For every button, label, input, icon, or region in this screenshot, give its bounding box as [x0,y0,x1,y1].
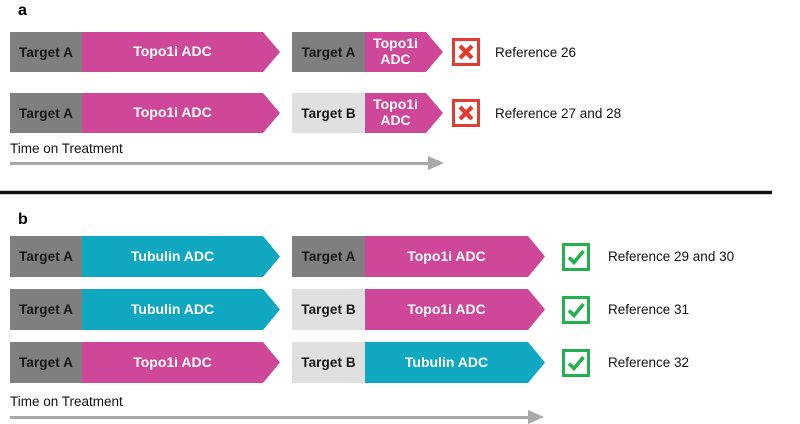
adc-arrow: Topo1i ADC [365,289,545,330]
target-box: Target B [292,93,365,133]
adc-arrow: Tubulin ADC [365,342,545,383]
reference-label: Reference 31 [608,302,690,317]
reference-label: Reference 29 and 30 [608,249,735,264]
target-box: Target B [292,342,365,383]
reference-label: Reference 32 [608,355,690,370]
adc-arrow: Topo1i ADC [82,32,280,72]
adc-arrow: Topo1i ADC [82,93,280,133]
adc-arrow: Topo1i ADC [365,93,443,133]
panel-a-label: a [18,2,27,19]
time-on-treatment-label: Time on Treatment [10,394,123,409]
reference-label: Reference 27 and 28 [495,105,622,121]
treatment-row: Target A Tubulin ADC Target A Topo1i ADC… [0,236,800,277]
pass-icon [562,296,590,324]
panel-divider [0,190,772,195]
timeline-arrowhead-icon [528,410,544,424]
treatment-row: Target A Topo1i ADC Target B Topo1i ADC … [0,93,800,133]
target-box: Target A [10,289,82,330]
adc-arrow: Topo1i ADC [365,236,545,277]
pass-icon [562,243,590,271]
timeline-arrowhead-icon [428,156,444,170]
pass-icon [562,349,590,377]
adc-arrow: Topo1i ADC [365,32,443,72]
fail-icon [452,99,480,127]
timeline-axis [10,416,528,419]
timeline-axis [10,162,428,165]
adc-arrow: Tubulin ADC [82,236,280,277]
panel-b-label: b [18,211,28,228]
target-box: Target A [292,236,365,277]
treatment-row: Target A Topo1i ADC Target A Topo1i ADC … [0,32,800,72]
treatment-row: Target A Topo1i ADC Target B Tubulin ADC… [0,342,800,383]
target-box: Target A [292,32,365,72]
reference-label: Reference 26 [495,44,577,60]
fail-icon [452,38,480,66]
target-box: Target A [10,236,82,277]
treatment-row: Target A Tubulin ADC Target B Topo1i ADC… [0,289,800,330]
target-box: Target A [10,342,82,383]
adc-arrow: Topo1i ADC [82,342,280,383]
adc-arrow: Tubulin ADC [82,289,280,330]
target-box: Target B [292,289,365,330]
target-box: Target A [10,93,82,133]
time-on-treatment-label: Time on Treatment [10,141,123,156]
target-box: Target A [10,32,82,72]
